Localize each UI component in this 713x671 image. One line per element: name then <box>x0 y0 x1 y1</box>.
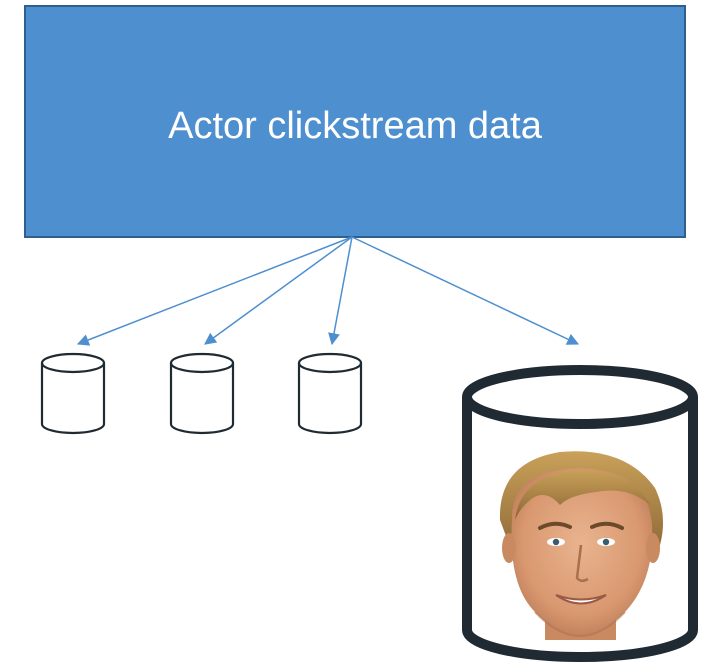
source-box-rect <box>24 5 686 238</box>
database-3-icon <box>297 352 363 435</box>
arrows <box>76 236 580 346</box>
actor-profile-database-icon <box>462 365 698 662</box>
database-2-icon <box>169 352 235 435</box>
arrow-to-database-2 <box>204 236 353 345</box>
arrow-to-database-3 <box>328 236 353 346</box>
source-box: Actor clickstream data <box>24 5 686 238</box>
database-1-icon <box>40 352 106 435</box>
arrow-to-database-1 <box>76 236 353 346</box>
arrow-to-actor-profile-database <box>351 236 580 345</box>
face-photo <box>499 451 664 640</box>
source-box-label: Actor clickstream data <box>168 105 543 147</box>
